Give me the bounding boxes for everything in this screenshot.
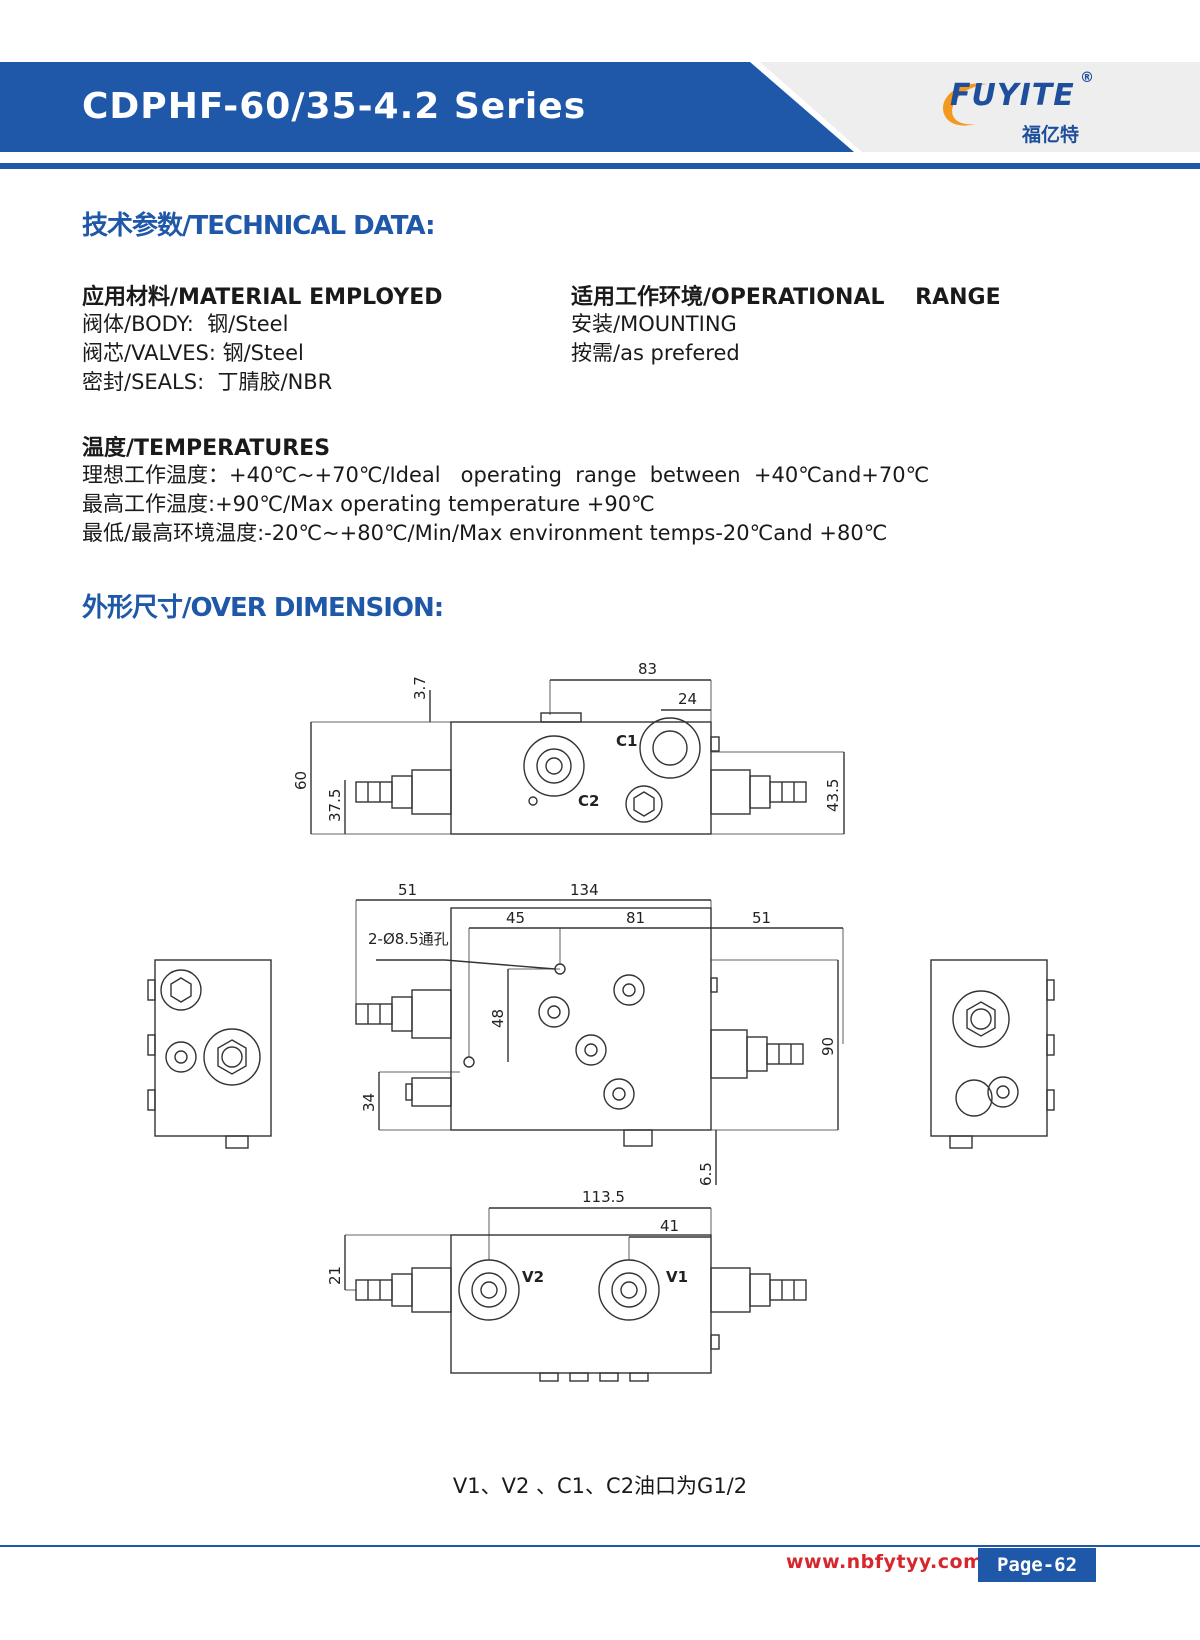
temperatures-heading: 温度/TEMPERATURES: [82, 436, 331, 461]
operational-heading: 适用工作环境/OPERATIONAL RANGE: [571, 285, 1001, 310]
dim-34: 34: [360, 1093, 378, 1112]
port-v2-label: V2: [522, 1268, 544, 1286]
logo-swoosh-icon: [943, 83, 987, 126]
footer-divider: [0, 1545, 1200, 1547]
header-band: [0, 62, 1200, 169]
dim-51-right: 51: [752, 909, 771, 927]
logo-text: FUYITE: [950, 78, 1075, 113]
logo-registered-mark: ®: [1080, 70, 1094, 86]
port-v1-label: V1: [666, 1268, 688, 1286]
dim-113-5: 113.5: [582, 1188, 625, 1206]
dim-83: 83: [638, 660, 657, 678]
dim-21: 21: [326, 1266, 344, 1285]
series-title: CDPHF-60/35-4.2 Series: [82, 86, 587, 127]
port-thread-note: V1、V2 、C1、C2油口为G1/2: [452, 1474, 748, 1498]
website-link[interactable]: www.nbfytyy.com: [786, 1551, 984, 1573]
dim-3-7: 3.7: [411, 676, 429, 700]
right-side-view: [930, 959, 1055, 1149]
temperature-max: 最高工作温度:+90℃/Max operating temperature +9…: [82, 492, 655, 516]
material-valves: 阀芯/VALVES: 钢/Steel: [82, 341, 304, 365]
logo-chinese-name: 福亿特: [1022, 124, 1080, 146]
material-body: 阀体/BODY: 钢/Steel: [82, 312, 289, 336]
dim-45: 45: [506, 909, 525, 927]
dim-37-5: 37.5: [326, 789, 344, 822]
port-c1-label: C1: [616, 732, 637, 750]
dim-60: 60: [292, 771, 310, 790]
dim-48: 48: [489, 1009, 507, 1028]
port-c2-label: C2: [578, 792, 599, 810]
dim-41: 41: [660, 1217, 679, 1235]
material-heading: 应用材料/MATERIAL EMPLOYED: [82, 285, 443, 310]
over-dimension-heading: 外形尺寸/OVER DIMENSION:: [82, 593, 444, 623]
temperature-ideal: 理想工作温度：+40℃~+70℃/Ideal operating range b…: [82, 463, 930, 487]
left-side-view: [147, 959, 272, 1149]
top-view: [310, 679, 845, 835]
material-seals: 密封/SEALS: 丁腈胶/NBR: [82, 370, 333, 394]
page-number-badge: Page-62: [978, 1548, 1096, 1582]
dim-90: 90: [819, 1037, 837, 1056]
bottom-view: [344, 1207, 807, 1382]
hole-callout: 2-Ø8.5通孔: [368, 930, 449, 948]
dim-43-5: 43.5: [824, 779, 842, 812]
operational-mounting: 安装/MOUNTING: [571, 312, 737, 336]
dim-134: 134: [570, 881, 599, 899]
dimension-drawing: 83 24 3.7 60 37.5 43.5 C1 C2: [147, 660, 1055, 1382]
front-view: [355, 899, 844, 1185]
dim-24: 24: [678, 690, 697, 708]
dim-51-left: 51: [398, 881, 417, 899]
operational-prefered: 按需/as prefered: [571, 341, 740, 365]
temperature-minmax: 最低/最高环境温度:-20℃~+80℃/Min/Max environment …: [82, 521, 888, 545]
technical-data-heading: 技术参数/TECHNICAL DATA:: [82, 211, 435, 241]
dim-6-5: 6.5: [697, 1162, 715, 1186]
dim-81: 81: [626, 909, 645, 927]
